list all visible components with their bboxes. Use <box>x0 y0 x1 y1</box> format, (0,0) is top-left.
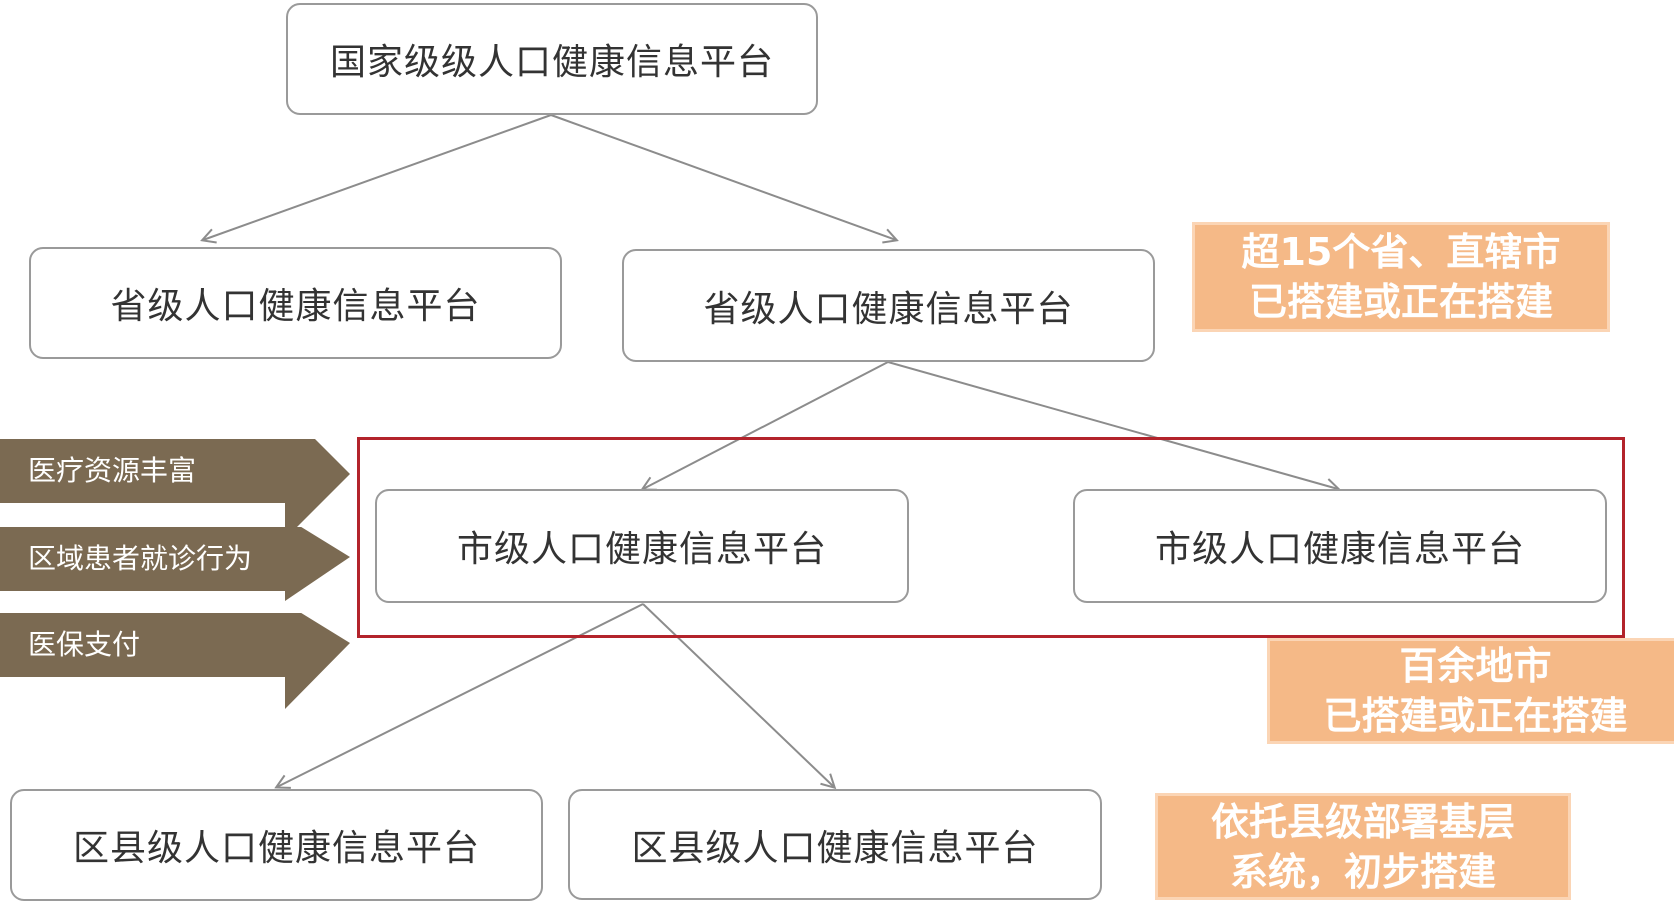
city-level-highlight-frame <box>357 437 1625 638</box>
factor-arrow-shape <box>0 439 350 535</box>
city-status-line-1: 百余地市 <box>1399 644 1552 688</box>
national-platform-label: 国家级级人口健康信息平台 <box>329 42 774 83</box>
factor-arrow-shape <box>0 613 350 709</box>
county-platform-label-left: 区县级人口健康信息平台 <box>72 828 480 869</box>
arrow-city-to-county-left <box>277 603 644 787</box>
factor-arrow-medical-resources: 医疗资源丰富 <box>0 439 350 535</box>
city-status-line-2: 已搭建或正在搭建 <box>1323 694 1628 738</box>
city-platform-box-right: 市级人口健康信息平台 <box>1073 489 1607 603</box>
city-platform-label-left: 市级人口健康信息平台 <box>456 529 827 570</box>
county-status-note: 依托县级部署基层 系统，初步搭建 <box>1155 793 1571 900</box>
city-platform-box-left: 市级人口健康信息平台 <box>375 489 909 603</box>
arrow-national-to-province-left <box>203 114 552 240</box>
province-status-line-1: 超15个省、直辖市 <box>1241 230 1561 274</box>
city-status-note: 百余地市 已搭建或正在搭建 <box>1267 638 1674 744</box>
province-platform-box-right: 省级人口健康信息平台 <box>622 249 1155 362</box>
arrow-city-to-county-right <box>642 603 834 787</box>
factor-arrow-patient-behavior: 区域患者就诊行为 <box>0 527 350 623</box>
national-platform-box: 国家级级人口健康信息平台 <box>286 3 818 115</box>
city-platform-label-right: 市级人口健康信息平台 <box>1154 529 1525 570</box>
factor-label-insurance-payment: 医保支付 <box>28 628 141 661</box>
county-platform-box-left: 区县级人口健康信息平台 <box>10 789 543 901</box>
county-status-line-2: 系统，初步搭建 <box>1229 849 1496 894</box>
arrow-national-to-province-right <box>550 114 896 240</box>
county-platform-label-right: 区县级人口健康信息平台 <box>631 827 1039 869</box>
province-status-note: 超15个省、直辖市 已搭建或正在搭建 <box>1192 222 1610 332</box>
county-platform-box-right: 区县级人口健康信息平台 <box>568 789 1102 900</box>
province-platform-label-right: 省级人口健康信息平台 <box>703 288 1074 330</box>
arrow-province-to-city-right <box>887 361 1338 489</box>
factor-arrow-insurance-payment: 医保支付 <box>0 613 350 709</box>
arrow-province-to-city-left <box>643 361 889 489</box>
factor-arrow-shape <box>0 527 350 601</box>
county-status-line-1: 依托县级部署基层 <box>1210 799 1515 844</box>
province-status-line-2: 已搭建或正在搭建 <box>1248 280 1553 324</box>
factor-label-patient-behavior: 区域患者就诊行为 <box>28 542 253 575</box>
factor-label-medical-resources: 医疗资源丰富 <box>28 454 197 487</box>
province-platform-label-left: 省级人口健康信息平台 <box>110 286 481 327</box>
province-platform-box-left: 省级人口健康信息平台 <box>29 247 562 359</box>
